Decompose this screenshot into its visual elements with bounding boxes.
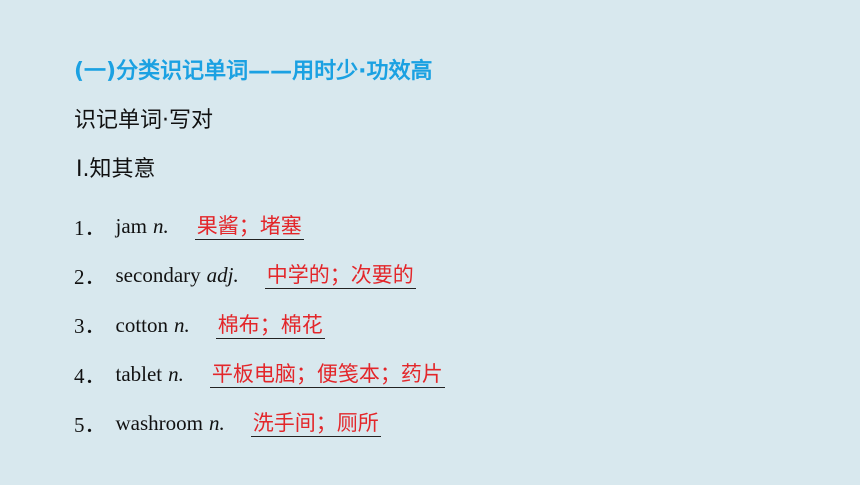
item-answer: 棉布；棉花 (215, 312, 325, 339)
item-pos: n. (174, 312, 190, 337)
item-answer: 平板电脑；便笺本；药片 (209, 362, 445, 389)
item-number: 4． (74, 363, 106, 388)
item-pos: n. (153, 214, 169, 239)
item-pos: adj. (206, 263, 239, 288)
item-word: cotton (115, 312, 169, 337)
list-item: 5． washroom n. 洗手间；厕所 (74, 399, 445, 448)
list-item: 2． secondary adj. 中学的；次要的 (74, 251, 445, 300)
list-item: 1． jam n. 果酱；堵塞 (74, 202, 445, 251)
item-number: 2． (74, 264, 106, 289)
item-word: jam (115, 214, 148, 239)
list-item: 3． cotton n. 棉布；棉花 (74, 301, 445, 350)
item-answer: 洗手间；厕所 (250, 411, 381, 438)
item-word: washroom (115, 411, 204, 436)
item-answer: 中学的；次要的 (264, 263, 416, 290)
subheading: 识记单词·写对 (74, 108, 213, 133)
item-pos: n. (168, 362, 184, 387)
item-pos: n. (209, 411, 225, 436)
section-label: Ⅰ.知其意 (76, 157, 156, 182)
list-item: 4． tablet n. 平板电脑；便笺本；药片 (74, 350, 445, 399)
item-number: 3． (74, 314, 106, 339)
item-word: secondary (115, 263, 201, 288)
item-word: tablet (115, 362, 163, 387)
vocab-list: 1． jam n. 果酱；堵塞 2． secondary adj. 中学的；次要… (74, 202, 445, 448)
item-answer: 果酱；堵塞 (194, 214, 304, 241)
item-number: 1． (74, 215, 106, 240)
section-heading: (一)分类识记单词——用时少·功效高 (74, 59, 433, 84)
item-number: 5． (74, 412, 106, 437)
